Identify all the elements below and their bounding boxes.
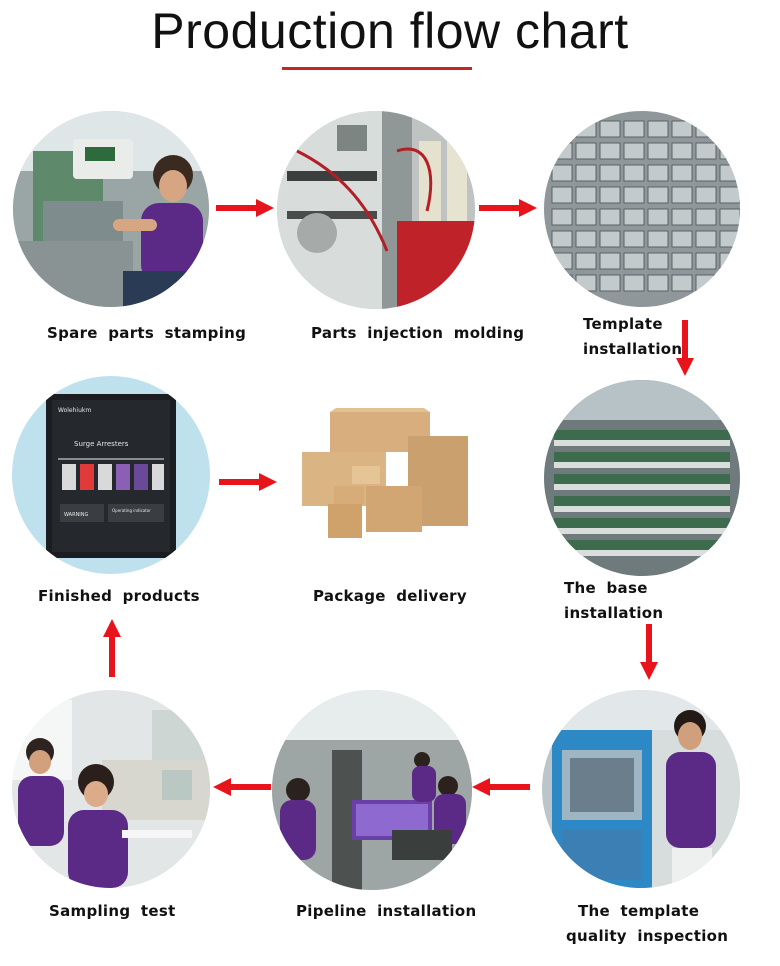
arrow-left-icon — [472, 778, 530, 796]
arrow-right-icon — [216, 199, 274, 217]
step-3-label: Template installation — [583, 312, 682, 362]
arrow-up-icon — [103, 619, 121, 677]
step-3-label-line-2: installation — [583, 340, 683, 358]
step-1-label: Spare parts stamping — [47, 324, 247, 342]
step-8-label: Finished products — [38, 587, 200, 605]
product-warning-text: WARNING — [64, 512, 89, 518]
step-5-photo — [542, 690, 740, 888]
product-brand-text: Wolehiukm — [58, 407, 91, 414]
product-indicator-text: Operating indicator — [112, 508, 151, 513]
arrow-down-icon — [640, 624, 658, 680]
step-3-photo — [544, 111, 740, 307]
step-9-label: Package delivery — [313, 587, 467, 605]
step-9-package-image — [302, 408, 468, 538]
step-8-photo: Wolehiukm Surge Arresters WARNING Operat… — [12, 376, 210, 574]
arrow-down-icon — [676, 320, 694, 376]
page-title: Production flow chart — [151, 3, 629, 59]
arrow-left-icon — [213, 778, 271, 796]
step-5-label-line-1: The template — [578, 902, 700, 920]
step-6-photo — [272, 690, 472, 890]
arrow-right-icon — [479, 199, 537, 217]
product-name-text: Surge Arresters — [74, 440, 129, 448]
step-7-photo — [12, 690, 210, 888]
step-4-label-line-1: The base — [564, 579, 648, 597]
title-underline — [282, 67, 472, 70]
step-7-label: Sampling test — [49, 902, 176, 920]
step-5-label: The template quality inspection — [566, 899, 728, 949]
step-2-photo — [277, 111, 475, 309]
step-6-label: Pipeline installation — [296, 902, 477, 920]
step-2-label: Parts injection molding — [311, 324, 525, 342]
step-1-photo — [13, 111, 209, 307]
step-4-label-line-2: installation — [564, 604, 664, 622]
step-5-label-line-2: quality inspection — [566, 927, 729, 945]
arrow-right-icon — [219, 473, 277, 491]
step-4-photo — [544, 380, 740, 576]
step-4-label: The base installation — [564, 576, 663, 626]
step-3-label-line-1: Template — [583, 315, 663, 333]
